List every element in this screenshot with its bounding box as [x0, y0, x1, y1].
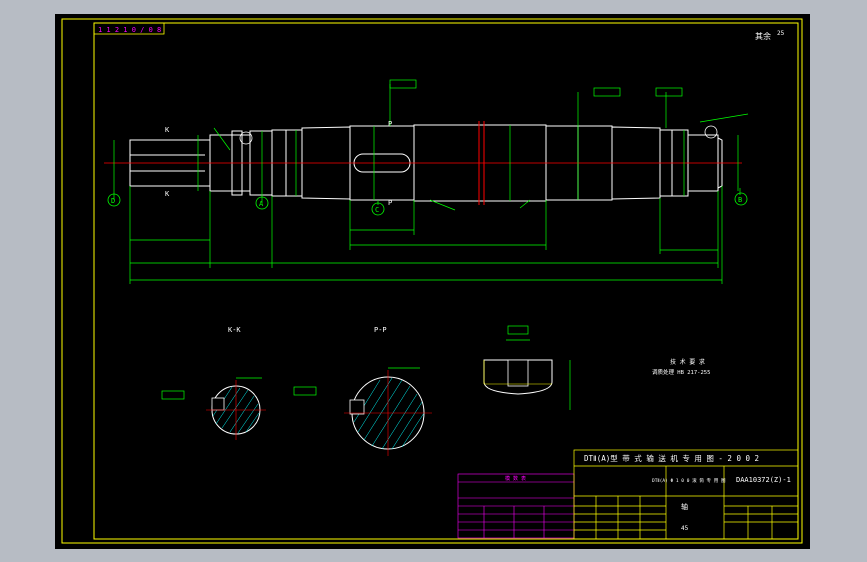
datum-c: C: [375, 206, 379, 214]
datum-markers: [107, 192, 748, 216]
cut-p-top: P: [388, 120, 392, 128]
cut-p-bot: P: [388, 199, 392, 207]
dimension-lines: [113, 84, 749, 284]
title-block-drawing-no: DAA10372(Z)-1: [736, 476, 791, 484]
roughness-label: 其余: [755, 31, 771, 41]
detail-circle-right: [704, 125, 718, 139]
datum-b: B: [738, 196, 742, 204]
view-pp-label: P-P: [374, 326, 387, 334]
datum-a: A: [259, 200, 264, 208]
detail-circle-left: [239, 131, 253, 145]
roughness-value: 25: [777, 30, 785, 37]
section-pp: [293, 367, 432, 456]
tech-req-title: 技 术 要 求: [670, 358, 705, 366]
title-block-part-name: 轴: [681, 502, 688, 511]
title-block: [573, 449, 799, 540]
key-detail: [483, 325, 571, 410]
outer-frame: [61, 18, 803, 544]
tech-req-line: 调质处理 HB 217-255: [652, 368, 710, 376]
title-block-title: DTⅡ(A)型 带 式 输 送 机 专 用 图 - 2 0 0 2: [584, 453, 759, 463]
code-box: [93, 22, 165, 35]
code-box-text: 1 1 2 1 0 / 0 8: [98, 26, 161, 34]
cut-k-top: K: [165, 126, 170, 134]
title-block-subtitle: DTⅡ(A) Φ 1 0 0 滚 筒 专 用 图: [652, 477, 726, 484]
cut-k-bot: K: [165, 190, 170, 198]
inner-frame: [93, 22, 799, 540]
section-kk: [161, 377, 266, 440]
title-block-material: 45: [681, 525, 689, 532]
view-kk-label: K-K: [228, 326, 241, 334]
datum-d: D: [111, 197, 115, 205]
tolerance-frames: [389, 79, 683, 97]
model-canvas: [55, 14, 810, 549]
gear-table-title: 模 数 表: [505, 475, 526, 482]
